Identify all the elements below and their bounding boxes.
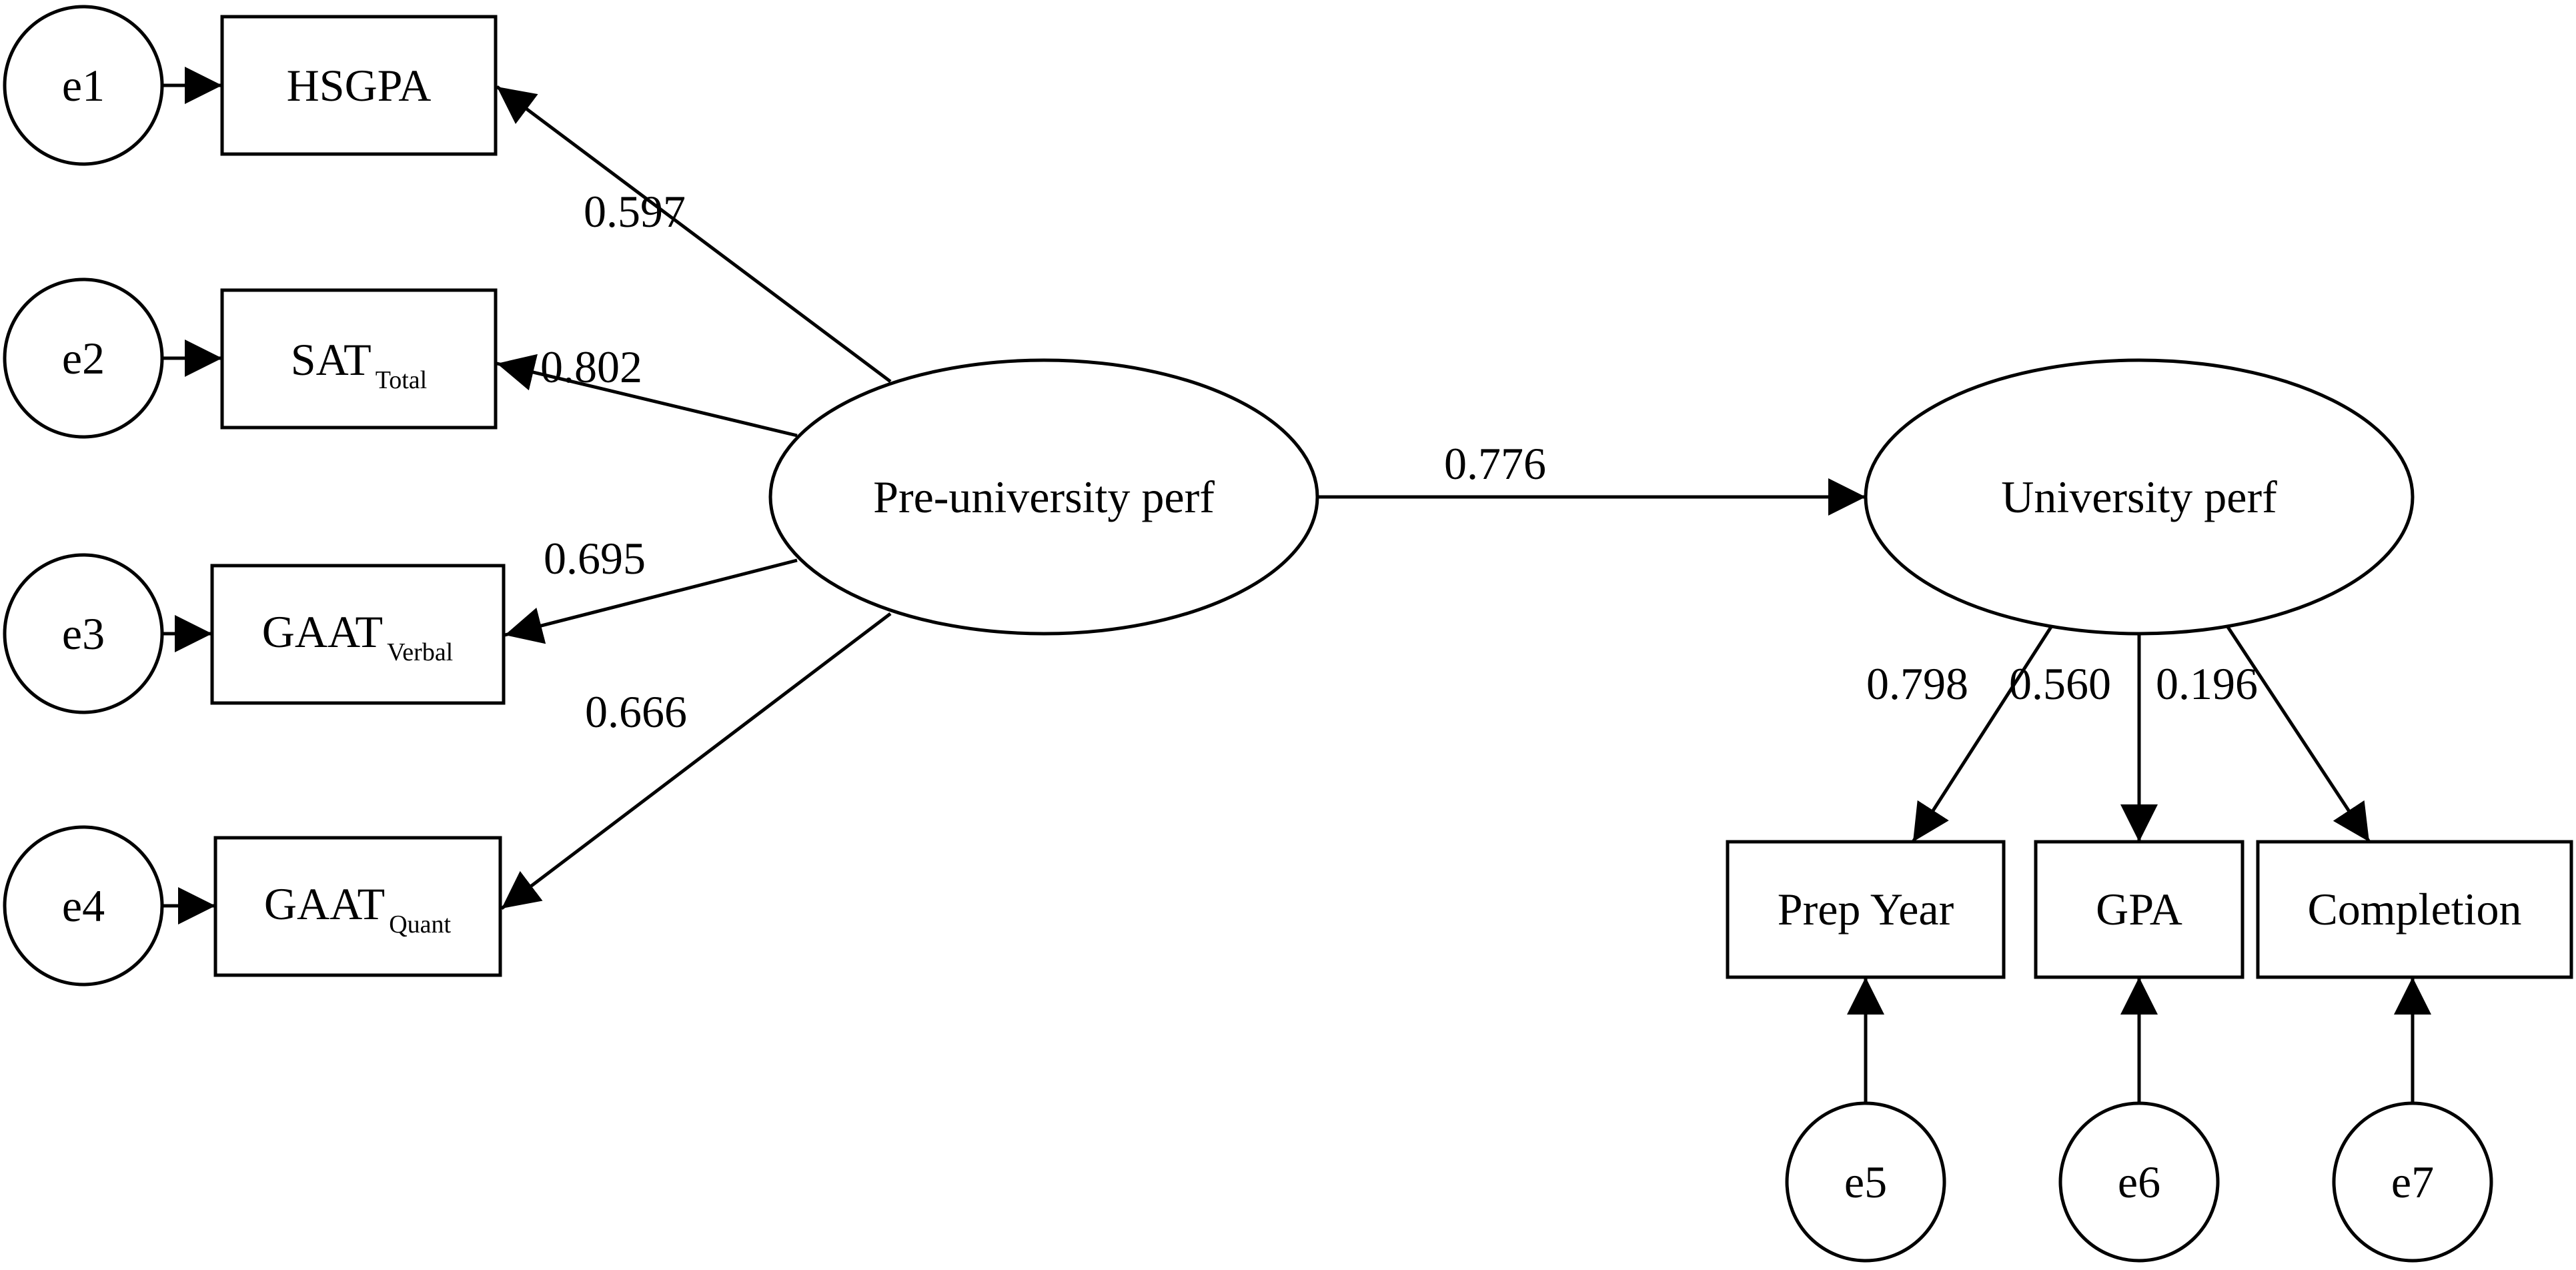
indicator-prep-year-label: Prep Year bbox=[1778, 884, 1954, 934]
error-e3: e3 bbox=[3, 553, 164, 714]
error-e3-label: e3 bbox=[62, 608, 105, 659]
latent-pre-university-label: Pre-university perf bbox=[873, 472, 1215, 522]
latent-university: University perf bbox=[1864, 358, 2415, 636]
indicator-completion: Completion bbox=[2256, 840, 2573, 979]
error-e1-label: e1 bbox=[62, 60, 105, 111]
indicator-completion-label: Completion bbox=[2307, 884, 2521, 934]
coef-gaat-verbal: 0.695 bbox=[544, 533, 646, 584]
coef-gaat-quant: 0.666 bbox=[585, 686, 687, 737]
edge-pre-sat bbox=[496, 354, 798, 438]
indicator-gpa: GPA bbox=[2034, 840, 2244, 979]
coef-prep-year: 0.798 bbox=[1866, 658, 1968, 709]
error-e2: e2 bbox=[3, 277, 164, 439]
indicator-gpa-label: GPA bbox=[2096, 884, 2182, 934]
latent-university-label: University perf bbox=[2001, 472, 2277, 522]
error-e6-label: e6 bbox=[2118, 1157, 2160, 1207]
error-e4: e4 bbox=[3, 825, 164, 987]
coef-structural: 0.776 bbox=[1444, 438, 1546, 489]
indicator-prep-year: Prep Year bbox=[1726, 840, 2006, 979]
coef-gpa: 0.560 bbox=[2009, 658, 2111, 709]
edge-pre-hsgpa bbox=[496, 85, 892, 384]
coef-sat: 0.802 bbox=[540, 342, 642, 392]
error-e1: e1 bbox=[3, 5, 164, 166]
coef-completion: 0.196 bbox=[2156, 658, 2258, 709]
indicator-hsgpa: HSGPA bbox=[220, 15, 498, 156]
edge-uni-prep-year bbox=[1911, 626, 2053, 843]
edge-uni-completion bbox=[2226, 626, 2371, 843]
error-e6: e6 bbox=[2058, 1101, 2220, 1263]
coef-hsgpa: 0.597 bbox=[584, 186, 686, 237]
error-e5-label: e5 bbox=[1844, 1157, 1887, 1207]
error-e4-label: e4 bbox=[62, 880, 105, 931]
error-e7: e7 bbox=[2332, 1101, 2493, 1263]
latent-pre-university: Pre-university perf bbox=[768, 358, 1319, 636]
error-e5: e5 bbox=[1785, 1101, 1946, 1263]
edge-pre-gaat-verbal bbox=[504, 558, 798, 644]
error-e2-label: e2 bbox=[62, 333, 105, 384]
indicator-hsgpa-label: HSGPA bbox=[287, 60, 432, 111]
error-e7-label: e7 bbox=[2391, 1157, 2434, 1207]
edge-pre-gaat-quant bbox=[500, 612, 892, 910]
